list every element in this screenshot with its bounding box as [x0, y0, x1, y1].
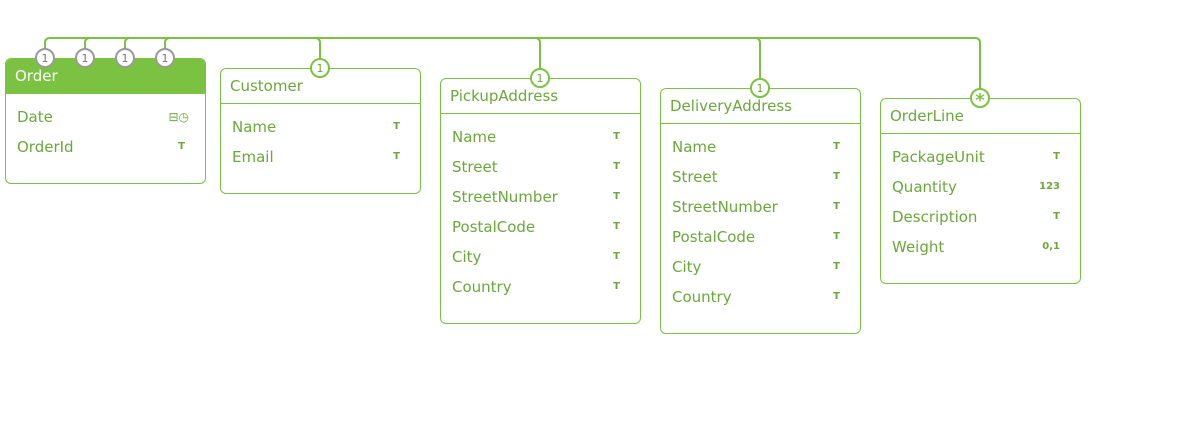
text-type-icon: T — [613, 191, 620, 202]
source-cardinality-badge: 1 — [115, 48, 135, 68]
field-row[interactable]: PostalCode T — [661, 222, 860, 252]
cardinality-label: 1 — [42, 52, 49, 65]
text-type-icon: T — [833, 291, 840, 302]
field-name: Email — [232, 148, 274, 166]
field-row[interactable]: Country T — [661, 282, 860, 312]
entity-title: DeliveryAddress — [661, 89, 860, 124]
text-type-icon: T — [613, 131, 620, 142]
source-cardinality-badge: 1 — [75, 48, 95, 68]
field-row[interactable]: Country T — [441, 272, 640, 302]
entity-title: OrderLine — [881, 99, 1080, 134]
field-row[interactable]: Name T — [661, 132, 860, 162]
field-row[interactable]: City T — [661, 252, 860, 282]
cardinality-label: 1 — [537, 72, 544, 85]
cardinality-label: 1 — [317, 62, 324, 75]
field-name: Description — [892, 208, 978, 226]
field-name: City — [452, 248, 482, 266]
field-name: PostalCode — [672, 228, 756, 246]
field-name: City — [672, 258, 702, 276]
field-row[interactable]: Street T — [661, 162, 860, 192]
field-name: Date — [17, 108, 53, 126]
field-row[interactable]: Date ⊟◷ — [6, 102, 205, 132]
field-row[interactable]: Street T — [441, 152, 640, 182]
source-cardinality-badge: 1 — [155, 48, 175, 68]
cardinality-label: 1 — [122, 52, 129, 65]
field-row[interactable]: PackageUnit T — [881, 142, 1080, 172]
text-type-icon: T — [613, 281, 620, 292]
field-row[interactable]: PostalCode T — [441, 212, 640, 242]
target-cardinality-badge: * — [970, 88, 990, 111]
field-name: Name — [672, 138, 717, 156]
field-row[interactable]: Weight 0,1 — [881, 232, 1080, 262]
text-type-icon: T — [833, 201, 840, 212]
cardinality-label: 1 — [757, 82, 764, 95]
field-name: Street — [672, 168, 718, 186]
field-row[interactable]: Quantity 123 — [881, 172, 1080, 202]
text-type-icon: T — [1053, 151, 1060, 162]
field-name: Country — [452, 278, 512, 296]
field-name: Quantity — [892, 178, 957, 196]
text-type-icon: T — [393, 121, 400, 132]
field-name: Country — [672, 288, 732, 306]
text-type-icon: T — [613, 251, 620, 262]
entity-title: Customer — [221, 69, 420, 104]
field-name: PackageUnit — [892, 148, 985, 166]
relation-line-order-line[interactable] — [164, 37, 981, 89]
text-type-icon: T — [833, 261, 840, 272]
target-cardinality-badge: 1 — [750, 78, 770, 98]
text-type-icon: T — [613, 161, 620, 172]
field-row[interactable]: Name T — [221, 112, 420, 142]
date-time-icon: ⊟◷ — [168, 110, 189, 124]
field-name: Name — [452, 128, 497, 146]
cardinality-label: 1 — [162, 52, 169, 65]
field-name: Weight — [892, 238, 945, 256]
text-type-icon: T — [613, 221, 620, 232]
target-cardinality-badge: 1 — [310, 58, 330, 78]
text-type-icon: T — [833, 231, 840, 242]
field-row[interactable]: OrderId T — [6, 132, 205, 162]
field-name: StreetNumber — [672, 198, 778, 216]
text-type-icon: T — [833, 141, 840, 152]
field-name: Street — [452, 158, 498, 176]
text-type-icon: T — [1053, 211, 1060, 222]
decimal-type-icon: 0,1 — [1042, 241, 1060, 252]
entity-title: PickupAddress — [441, 79, 640, 114]
relation-line-delivery-address[interactable] — [124, 37, 761, 79]
cardinality-label: 1 — [82, 52, 89, 65]
text-type-icon: T — [833, 171, 840, 182]
cardinality-label: * — [975, 90, 985, 111]
field-list: Date ⊟◷ OrderId T — [6, 94, 205, 162]
field-row[interactable]: StreetNumber T — [441, 182, 640, 212]
field-row[interactable]: StreetNumber T — [661, 192, 860, 222]
field-name: StreetNumber — [452, 188, 558, 206]
field-name: Name — [232, 118, 277, 136]
integer-type-icon: 123 — [1039, 181, 1060, 192]
target-cardinality-badge: 1 — [530, 68, 550, 88]
field-row[interactable]: Name T — [441, 122, 640, 152]
field-row[interactable]: City T — [441, 242, 640, 272]
field-row[interactable]: Description T — [881, 202, 1080, 232]
source-cardinality-badge: 1 — [35, 48, 55, 68]
text-type-icon: T — [178, 141, 185, 152]
field-name: PostalCode — [452, 218, 536, 236]
field-row[interactable]: Email T — [221, 142, 420, 172]
text-type-icon: T — [393, 151, 400, 162]
field-name: OrderId — [17, 138, 74, 156]
